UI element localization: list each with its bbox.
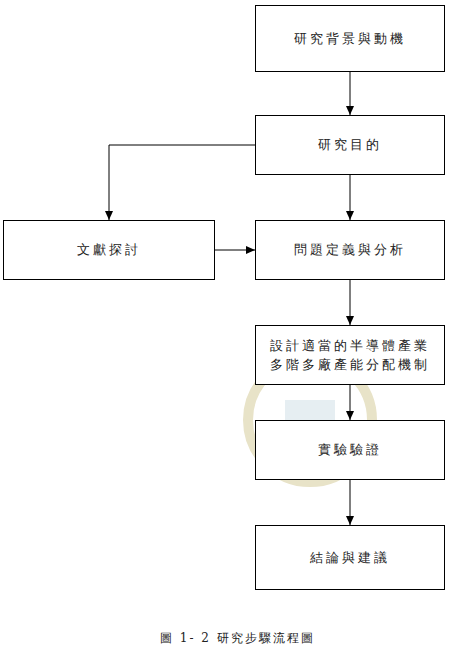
process-box: 文獻探討 bbox=[3, 220, 215, 280]
process-box: 結論與建議 bbox=[255, 525, 445, 590]
box-label: 研究目的 bbox=[318, 135, 382, 155]
box-label: 結論與建議 bbox=[310, 548, 390, 568]
process-box: 實驗驗證 bbox=[255, 420, 445, 480]
flow-arrow bbox=[350, 280, 351, 325]
flow-arrow bbox=[350, 72, 351, 115]
box-label: 文獻探討 bbox=[77, 240, 141, 260]
process-box: 研究背景與動機 bbox=[255, 5, 445, 72]
figure-caption: 圖 1- 2 研究步驟流程圖 bbox=[160, 630, 315, 647]
flow-arrow bbox=[350, 480, 351, 525]
process-box: 研究目的 bbox=[255, 115, 445, 175]
flow-arrow bbox=[215, 250, 255, 251]
flow-arrow bbox=[109, 145, 255, 220]
flow-arrow bbox=[350, 385, 351, 420]
box-label: 設計適當的半導體產業多階多廠產能分配機制 bbox=[266, 336, 434, 375]
box-label: 問題定義與分析 bbox=[294, 240, 406, 260]
flow-arrow bbox=[350, 175, 351, 220]
process-box: 設計適當的半導體產業多階多廠產能分配機制 bbox=[255, 325, 445, 385]
box-label: 實驗驗證 bbox=[318, 440, 382, 460]
box-label: 研究背景與動機 bbox=[294, 29, 406, 49]
process-box: 問題定義與分析 bbox=[255, 220, 445, 280]
